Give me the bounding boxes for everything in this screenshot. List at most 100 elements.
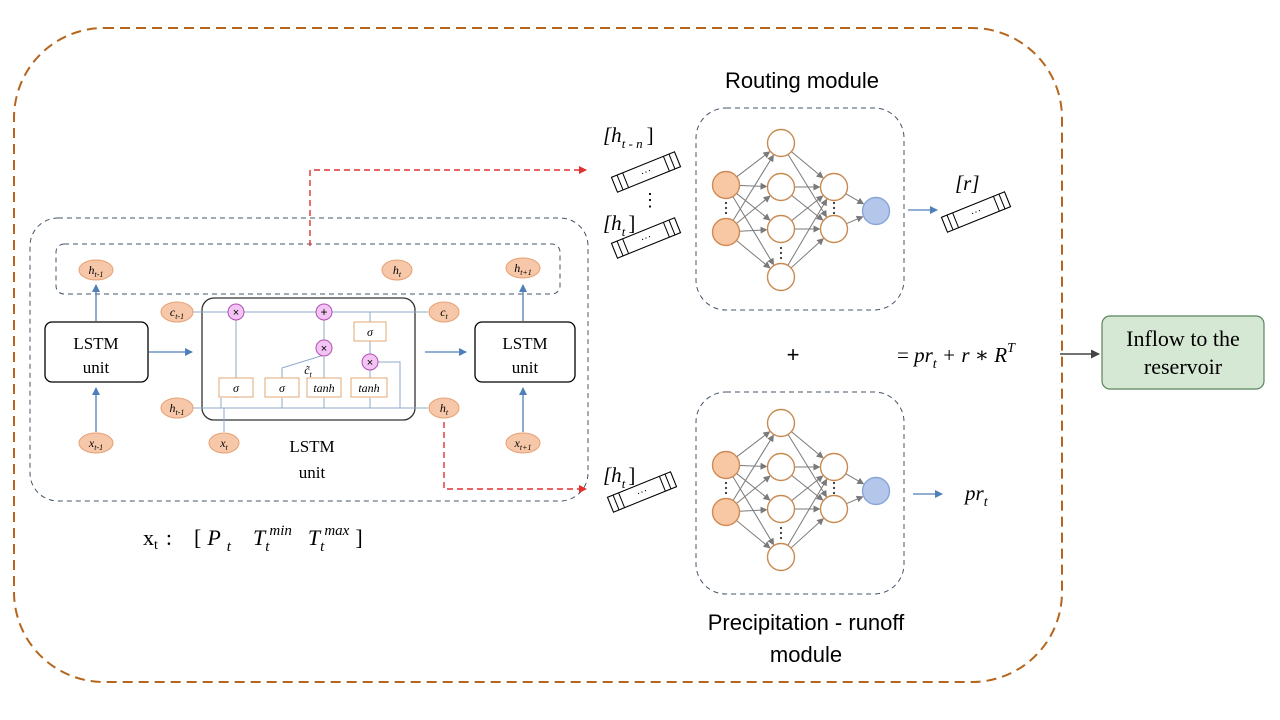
hidden-neuron <box>766 172 796 202</box>
output-neuron <box>861 196 891 226</box>
forget-gate-label: σ <box>233 381 240 395</box>
output-mult-op <box>361 353 379 371</box>
plus-sign: + <box>787 342 800 367</box>
ellipsis-dot <box>779 246 783 250</box>
routing-output-label: [r] <box>955 171 980 195</box>
routing-input-bottom: [ht] <box>603 211 635 239</box>
lstm-cell: σ σ tanh tanh σ × + × × c̃t <box>193 297 428 432</box>
network-edge <box>736 520 771 549</box>
network-edge <box>790 238 824 269</box>
ellipsis-dot <box>832 486 836 490</box>
node-c-prev-label: ct-1 <box>170 305 184 321</box>
forget-mult-symbol: × <box>233 307 239 319</box>
svg-text:···: ··· <box>635 484 650 499</box>
right-unit-line1: LSTM <box>502 334 547 353</box>
network-edge <box>736 151 771 178</box>
ellipsis-dot <box>832 481 836 485</box>
hidden-neuron <box>766 128 796 158</box>
runoff-input-vector: ··· <box>606 471 678 513</box>
candidate-gate <box>306 377 342 398</box>
network-edge <box>732 434 774 501</box>
add-op <box>315 303 333 321</box>
svg-text:···: ··· <box>969 204 984 219</box>
left-unit-line2: unit <box>83 358 110 377</box>
ellipsis-dot <box>724 201 728 205</box>
network-edge <box>739 182 768 190</box>
hidden-state-strip <box>55 243 561 295</box>
left-unit-line1: LSTM <box>73 334 118 353</box>
output-neuron <box>861 476 891 506</box>
routing-input-top: [ht - n] <box>603 123 654 151</box>
network-edge <box>787 198 828 266</box>
forget-mult-op <box>227 303 245 321</box>
add-symbol: + <box>320 305 327 319</box>
routing-vdots: ⋮ <box>641 190 659 210</box>
network-edge <box>791 195 824 222</box>
network-edge <box>732 154 774 221</box>
runoff-module-title-line2: module <box>770 642 842 667</box>
inflow-result-line2: reservoir <box>1144 354 1223 379</box>
ellipsis-dot <box>779 251 783 255</box>
network-edge <box>736 475 771 504</box>
ellipsis-dot <box>779 536 783 540</box>
node-x-next-label: xt+1 <box>514 436 532 452</box>
runoff-input-label: [ht] <box>603 463 635 491</box>
output-sigma-label: σ <box>367 325 374 339</box>
network-edge <box>739 462 768 470</box>
network-edge <box>846 215 864 225</box>
network-edge <box>787 434 827 498</box>
hidden-neuron <box>819 214 849 244</box>
link-to-routing <box>309 166 587 246</box>
node-c-prev <box>160 301 194 323</box>
network-edge <box>790 518 824 549</box>
c-tilde-label: c̃t <box>304 363 312 379</box>
ellipsis-dot <box>779 531 783 535</box>
hidden-neuron <box>819 452 849 482</box>
network-edge <box>739 506 768 514</box>
node-h-out <box>428 397 460 419</box>
routing-network <box>711 128 891 292</box>
svg-text:···: ··· <box>639 230 654 245</box>
network-edge <box>736 431 771 458</box>
node-x-prev-label: xt-1 <box>88 436 103 452</box>
output-mult-symbol: × <box>367 357 373 369</box>
output-tanh-label: tanh <box>358 381 379 395</box>
network-edge <box>739 226 768 234</box>
out-path <box>378 361 428 409</box>
network-edge <box>736 195 771 224</box>
output-tanh-gate <box>350 377 388 398</box>
network-edge <box>791 151 824 179</box>
ellipsis-dot <box>724 206 728 210</box>
inflow-result-line1: Inflow to the <box>1126 326 1240 351</box>
network-edge <box>791 431 824 459</box>
routing-vector-bottom: ··· <box>610 217 682 259</box>
node-h-prev <box>78 259 114 281</box>
input-neuron <box>711 497 741 527</box>
hidden-neuron <box>819 172 849 202</box>
hidden-neuron <box>766 262 796 292</box>
network-edge <box>736 473 771 501</box>
ellipsis-dot <box>779 256 783 260</box>
ellipsis-dot <box>832 491 836 495</box>
network-edge <box>845 193 865 205</box>
hidden-neuron <box>766 494 796 524</box>
right-lstm-unit: LSTM unit <box>474 321 576 383</box>
node-h-in-prev <box>160 397 194 419</box>
node-c-curr <box>428 301 460 323</box>
left-lstm-unit: LSTM unit <box>44 321 149 383</box>
lstm-group <box>29 217 589 502</box>
ellipsis-dot <box>724 211 728 215</box>
input-neuron <box>711 450 741 480</box>
routing-module-title: Routing module <box>725 68 879 93</box>
network-edge <box>736 193 771 221</box>
candidate-gate-label: tanh <box>313 381 334 395</box>
node-x-next <box>505 432 541 454</box>
hidden-neuron <box>766 542 796 572</box>
hidden-neuron <box>766 452 796 482</box>
node-x-curr <box>208 432 240 454</box>
svg-text:···: ··· <box>639 164 654 179</box>
input-mult-symbol: × <box>321 343 327 355</box>
ellipsis-dot <box>724 481 728 485</box>
